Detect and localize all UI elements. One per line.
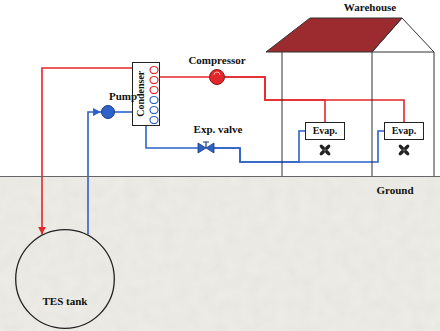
fan-blade [398,144,405,151]
fan-symbol [319,144,331,156]
roof [266,18,402,52]
tank-outline [16,230,115,329]
ground-region: GroundTES tank [0,176,440,331]
box-label: Evap. [313,125,338,137]
expansion-valve-symbol: Exp. valve [198,141,214,155]
pump-symbol: Pump [101,105,115,119]
condenser-coil [150,97,158,104]
pipe [225,77,404,122]
ground-label: Ground [376,184,413,197]
valve-stem [203,142,209,148]
fan-blade [319,149,326,156]
condenser-coil [150,67,158,74]
condenser-coil [150,117,158,124]
tes-tank: TES tank [15,229,115,329]
pipe [160,76,209,78]
gable [372,18,434,52]
condenser-coil [150,77,158,84]
fan-blade [319,144,326,151]
pipe [214,131,384,162]
tank-label: TES tank [43,295,88,308]
pump-label: Pump [109,90,137,103]
compressor-label: Compressor [188,54,245,67]
fan-hub [323,148,326,151]
warehouse-outline [262,0,440,176]
evaporator-box: Evap. [384,122,424,140]
fan-hub [402,148,405,151]
walls [282,52,434,176]
compressor-symbol: Compressor [209,69,225,85]
ground-fill [0,176,440,331]
fan-blade [403,149,410,156]
condenser-coil [150,107,158,114]
compressor-body [210,70,225,85]
fan-blade [324,149,331,156]
fan-blade [398,149,405,156]
valve-outline [198,141,214,155]
pump-body [102,106,115,119]
pipe [115,111,132,113]
tank-outline [15,229,115,329]
pipe [88,112,101,235]
pump-outline [101,105,115,119]
box-label: Evap. [392,125,417,137]
warehouse-label: Warehouse [344,1,396,14]
pipe [146,126,198,148]
ground-texture [0,176,440,331]
evaporator-box: Evap. [305,122,345,140]
compressor-detail [214,72,220,75]
pipe [214,131,305,162]
warehouse-building: WarehouseEvap. Evap. [262,0,440,176]
valve-body [198,143,214,153]
fan-blade [324,144,331,151]
compressor-outline [209,69,225,85]
valve-label: Exp. valve [194,123,243,136]
fan-symbol [398,144,410,156]
condenser-coil [150,87,158,94]
fan-blade [403,144,410,151]
